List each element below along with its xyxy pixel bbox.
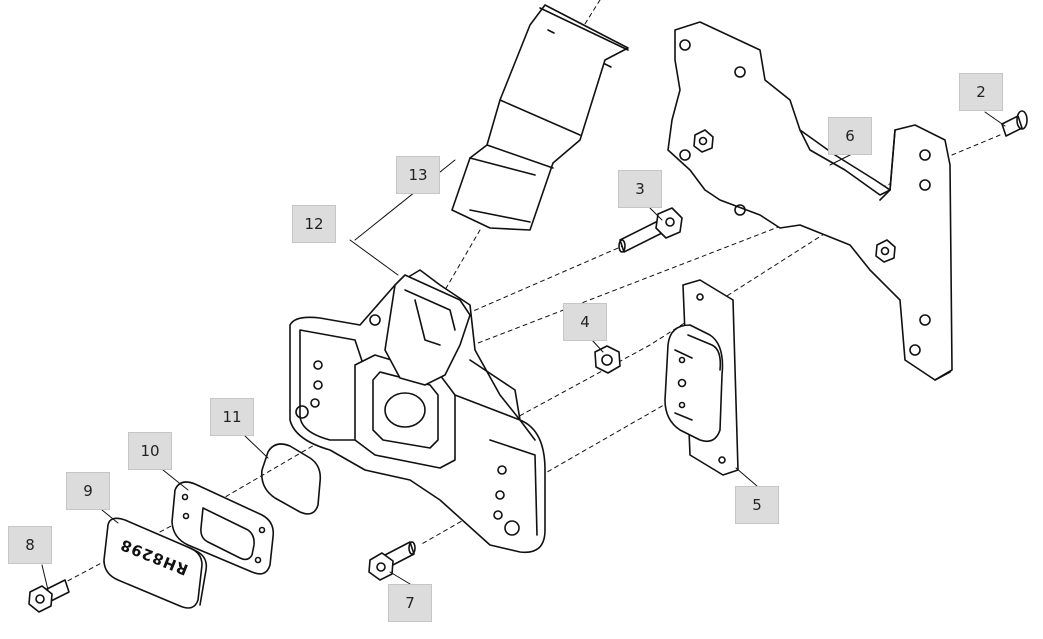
mounting-bracket xyxy=(667,21,953,381)
callout-3: 3 xyxy=(618,170,662,208)
callout-9: 9 xyxy=(66,472,110,510)
callout-12: 12 xyxy=(292,205,336,243)
nut-part-4 xyxy=(594,345,621,374)
callout-13: 13 xyxy=(396,156,440,194)
callout-4: 4 xyxy=(563,303,607,341)
bolt-part-7 xyxy=(368,541,416,581)
bolt-part-8 xyxy=(28,579,70,613)
funnel-chute xyxy=(451,4,629,231)
callout-5: 5 xyxy=(735,486,779,524)
cover-plate xyxy=(103,517,208,609)
callout-2: 2 xyxy=(959,73,1003,111)
cover-gasket xyxy=(171,481,275,575)
callout-7: 7 xyxy=(388,584,432,622)
callout-11: 11 xyxy=(210,398,254,436)
connector-plate xyxy=(664,279,739,476)
bolt-part-3 xyxy=(618,207,683,253)
gasket-ring xyxy=(260,443,322,515)
callout-6: 6 xyxy=(828,117,872,155)
callout-8: 8 xyxy=(8,526,52,564)
callout-10: 10 xyxy=(128,432,172,470)
bolt-part-2 xyxy=(1001,110,1028,137)
leader-lines xyxy=(41,111,1006,591)
main-housing xyxy=(289,269,546,554)
